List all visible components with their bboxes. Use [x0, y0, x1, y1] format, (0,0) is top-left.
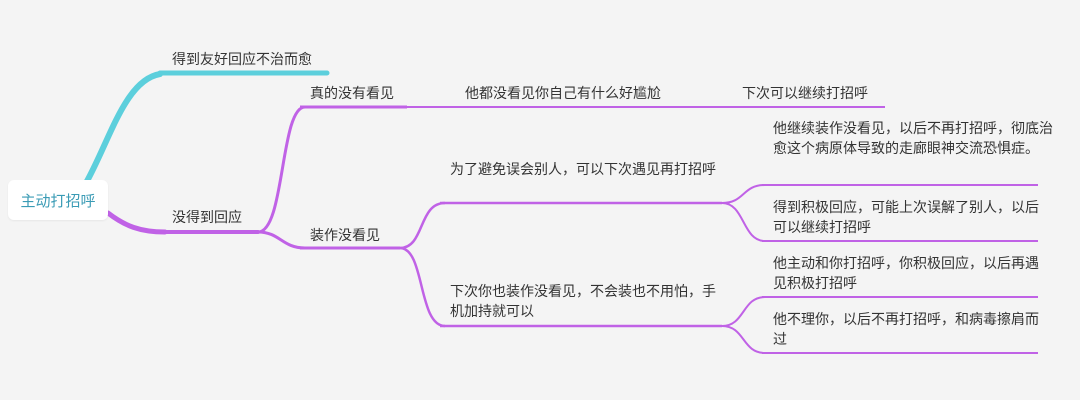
- root-node[interactable]: 主动打招呼: [8, 180, 108, 220]
- node-didnt-see[interactable]: 真的没有看见: [310, 86, 394, 102]
- node-option-a[interactable]: 为了避免误会别人，可以下次遇见再打招呼: [450, 162, 716, 178]
- node-didnt-see-detail[interactable]: 他都没看见你自己有什么好尴尬: [465, 86, 661, 102]
- connector-noreply-pretend: [257, 230, 306, 250]
- node-no-reply[interactable]: 没得到回应: [172, 210, 242, 226]
- node-didnt-see-next[interactable]: 下次可以继续打招呼: [742, 86, 868, 102]
- node-friendly-reply[interactable]: 得到友好回应不治而愈: [172, 52, 312, 68]
- node-option-a-outcome-1[interactable]: 他继续装作没看见，以后不再打招呼，彻底治愈这个病原体导致的走廊眼神交流恐惧症。: [773, 121, 1053, 157]
- connector-optiona-outcome2: [721, 202, 766, 242]
- node-option-b-outcome-1[interactable]: 他主动和你打招呼，你积极回应，以后再遇见积极打招呼: [773, 256, 1039, 292]
- node-pretend[interactable]: 装作没看见: [310, 228, 380, 244]
- node-option-a-outcome-2[interactable]: 得到积极回应，可能上次误解了别人，以后可以继续打招呼: [773, 200, 1039, 236]
- connector-pretend-optionb: [399, 246, 446, 328]
- root-label: 主动打招呼: [20, 191, 96, 210]
- node-option-b[interactable]: 下次你也装作没看见，不会装也不用怕，手机加持就可以: [450, 284, 716, 320]
- connector-optionb-outcome1: [721, 296, 766, 327]
- connector-noreply-didntsee: [257, 105, 306, 234]
- node-option-b-outcome-2[interactable]: 他不理你，以后不再打招呼，和病毒擦肩而过: [773, 312, 1039, 348]
- connector-optiona-outcome1: [721, 184, 766, 204]
- connector-root-friendly: [83, 71, 163, 186]
- connector-optionb-outcome2: [721, 325, 766, 354]
- connector-root-noreply: [105, 210, 168, 235]
- connector-pretend-optiona: [399, 201, 446, 250]
